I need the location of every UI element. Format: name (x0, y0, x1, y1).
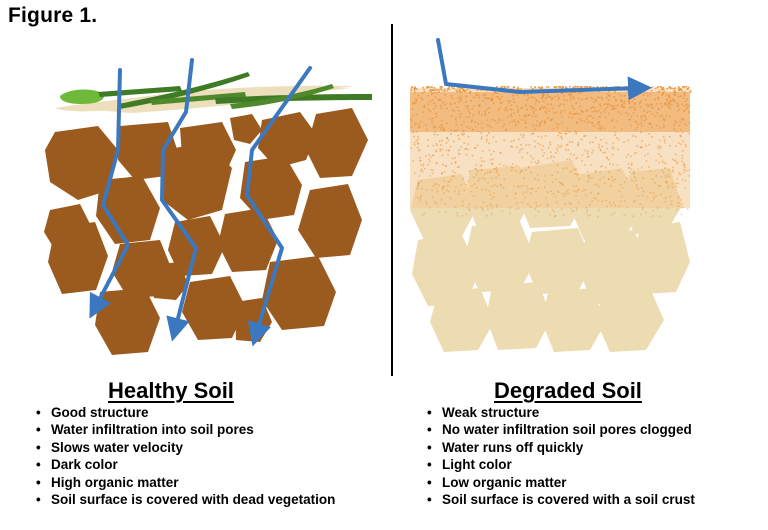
list-item: High organic matter (33, 474, 335, 492)
healthy-soil-aggregates (44, 108, 368, 355)
list-item: No water infiltration soil pores clogged (424, 421, 695, 439)
list-item: Low organic matter (424, 474, 695, 492)
list-item: Slows water velocity (33, 439, 335, 457)
water-arrow-2 (160, 58, 198, 342)
healthy-soil-bullet-list: Good structure Water infiltration into s… (33, 404, 335, 509)
water-infiltration-arrows (89, 58, 312, 347)
figure-title: Figure 1. (8, 4, 98, 27)
water-runoff-arrow (436, 38, 652, 101)
water-arrow-3 (245, 66, 312, 347)
green-vegetation-layer (60, 72, 372, 109)
list-item: Good structure (33, 404, 335, 422)
degraded-soil-title: Degraded Soil (494, 378, 642, 403)
healthy-soil-illustration (44, 58, 372, 355)
list-item: Water infiltration into soil pores (33, 421, 335, 439)
list-item: Dark color (33, 456, 335, 474)
healthy-soil-title: Healthy Soil (108, 378, 234, 403)
list-item: Soil surface is covered with dead vegeta… (33, 491, 335, 509)
water-arrow-1 (89, 68, 130, 319)
degraded-soil-illustration (410, 38, 692, 352)
list-item: Weak structure (424, 404, 695, 422)
soil-crust-layer (410, 86, 692, 218)
list-item: Soil surface is covered with a soil crus… (424, 491, 695, 509)
list-item: Water runs off quickly (424, 439, 695, 457)
degraded-soil-bullet-list: Weak structure No water infiltration soi… (424, 404, 695, 509)
list-item: Light color (424, 456, 695, 474)
